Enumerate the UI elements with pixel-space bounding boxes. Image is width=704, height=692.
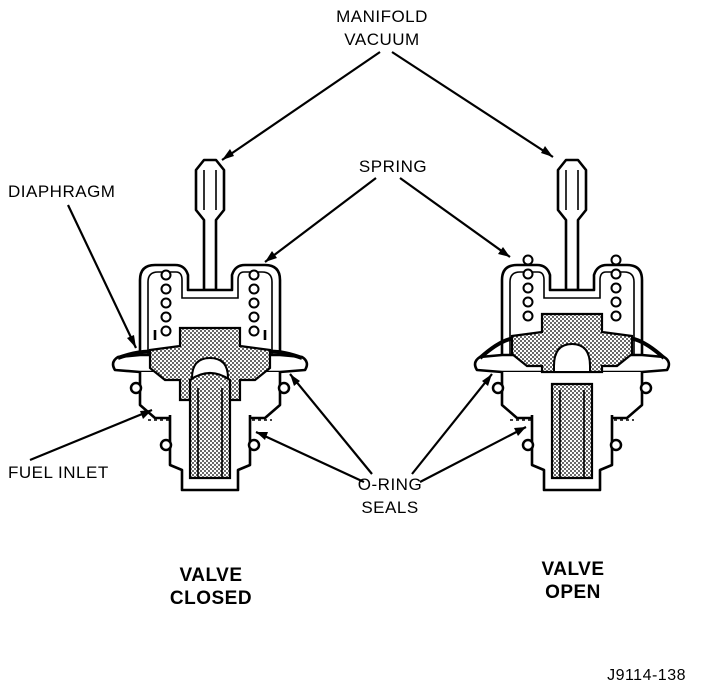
- label-spring: SPRING: [359, 157, 427, 176]
- caption-right-line2: OPEN: [545, 582, 601, 603]
- label-fuel-inlet: FUEL INLET: [8, 463, 109, 482]
- regulator-closed: [111, 158, 309, 492]
- label-oring-line1: O-RING: [358, 475, 422, 494]
- label-oring-line2: SEALS: [361, 498, 418, 517]
- label-manifold: MANIFOLD: [336, 7, 428, 26]
- caption-right-line1: VALVE: [541, 559, 604, 580]
- figure-id: J9114-138: [607, 667, 686, 684]
- label-diaphragm: DIAPHRAGM: [8, 182, 115, 201]
- caption-left-line1: VALVE: [179, 565, 242, 586]
- label-vacuum: VACUUM: [344, 30, 419, 49]
- regulator-open: [473, 158, 671, 492]
- leader-lines: [29, 51, 554, 483]
- caption-left-line2: CLOSED: [170, 588, 252, 609]
